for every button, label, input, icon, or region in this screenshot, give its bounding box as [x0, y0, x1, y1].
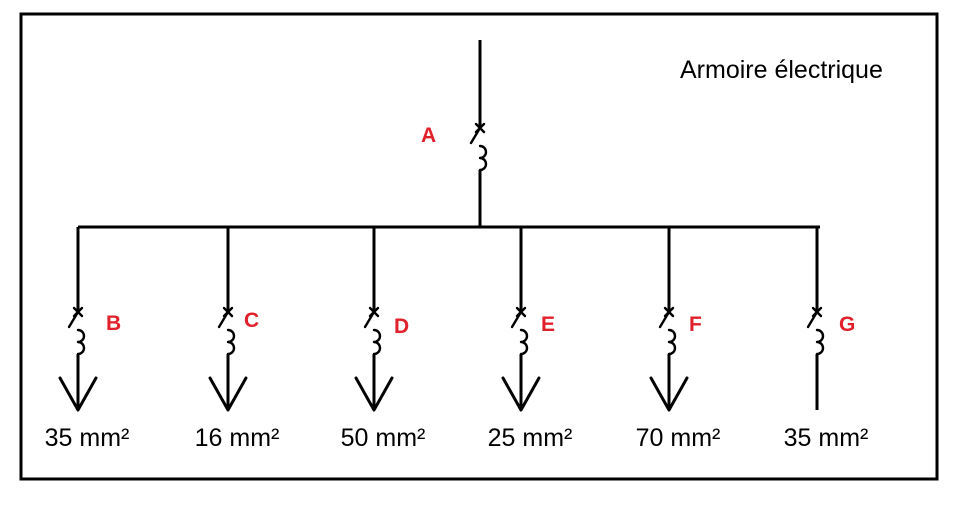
breaker-coil-icon	[667, 328, 677, 356]
feeder-b: B 35 mm²	[45, 227, 130, 452]
breaker-label-a: A	[421, 124, 436, 147]
feeder-e: E 25 mm²	[488, 227, 573, 452]
breaker-label-b: B	[106, 312, 121, 335]
load-arrow-icon	[649, 376, 689, 412]
breaker-label-f: F	[689, 313, 702, 336]
cable-section-label: 70 mm²	[636, 424, 721, 452]
cable-section-label: 35 mm²	[784, 424, 869, 452]
cable-section-label: 35 mm²	[45, 424, 130, 452]
breaker-contact-icon	[469, 126, 482, 145]
breaker-contact-icon	[363, 310, 376, 329]
cable-section-label: 16 mm²	[195, 424, 280, 452]
feeder-d: D 50 mm²	[341, 227, 426, 452]
breaker-label-d: D	[394, 315, 409, 338]
breaker-contact-icon	[67, 310, 80, 329]
cable-section-label: 50 mm²	[341, 424, 426, 452]
cabinet-frame	[19, 12, 939, 481]
load-arrow-icon	[58, 376, 98, 412]
feeder-f: F 70 mm²	[636, 227, 721, 452]
breaker-coil-icon	[815, 328, 825, 356]
breaker-contact-icon	[510, 310, 523, 329]
breaker-coil-icon	[519, 328, 529, 356]
breaker-contact-icon	[658, 310, 671, 329]
feeder-g: G 35 mm²	[784, 227, 869, 452]
feeder-c: C 16 mm²	[195, 227, 280, 452]
breaker-contact-icon	[217, 310, 230, 329]
main-breaker-a	[469, 122, 488, 172]
breaker-coil-icon	[226, 328, 236, 356]
breaker-contact-icon	[806, 310, 819, 329]
breaker-label-c: C	[244, 309, 259, 332]
load-arrow-icon	[208, 376, 248, 412]
breaker-coil-icon	[76, 328, 86, 356]
load-arrow-icon	[354, 376, 394, 412]
breaker-label-e: E	[541, 313, 555, 336]
cable-section-label: 25 mm²	[488, 424, 573, 452]
breaker-label-g: G	[839, 313, 855, 336]
breaker-coil-icon	[478, 144, 488, 172]
cabinet-title: Armoire électrique	[680, 56, 883, 84]
load-arrow-icon	[501, 376, 541, 412]
feeder-group: B 35 mm² C 16 mm² D 50 mm² E 25 mm² F 70 mm² G 35 m…	[45, 227, 869, 452]
breaker-coil-icon	[372, 328, 382, 356]
